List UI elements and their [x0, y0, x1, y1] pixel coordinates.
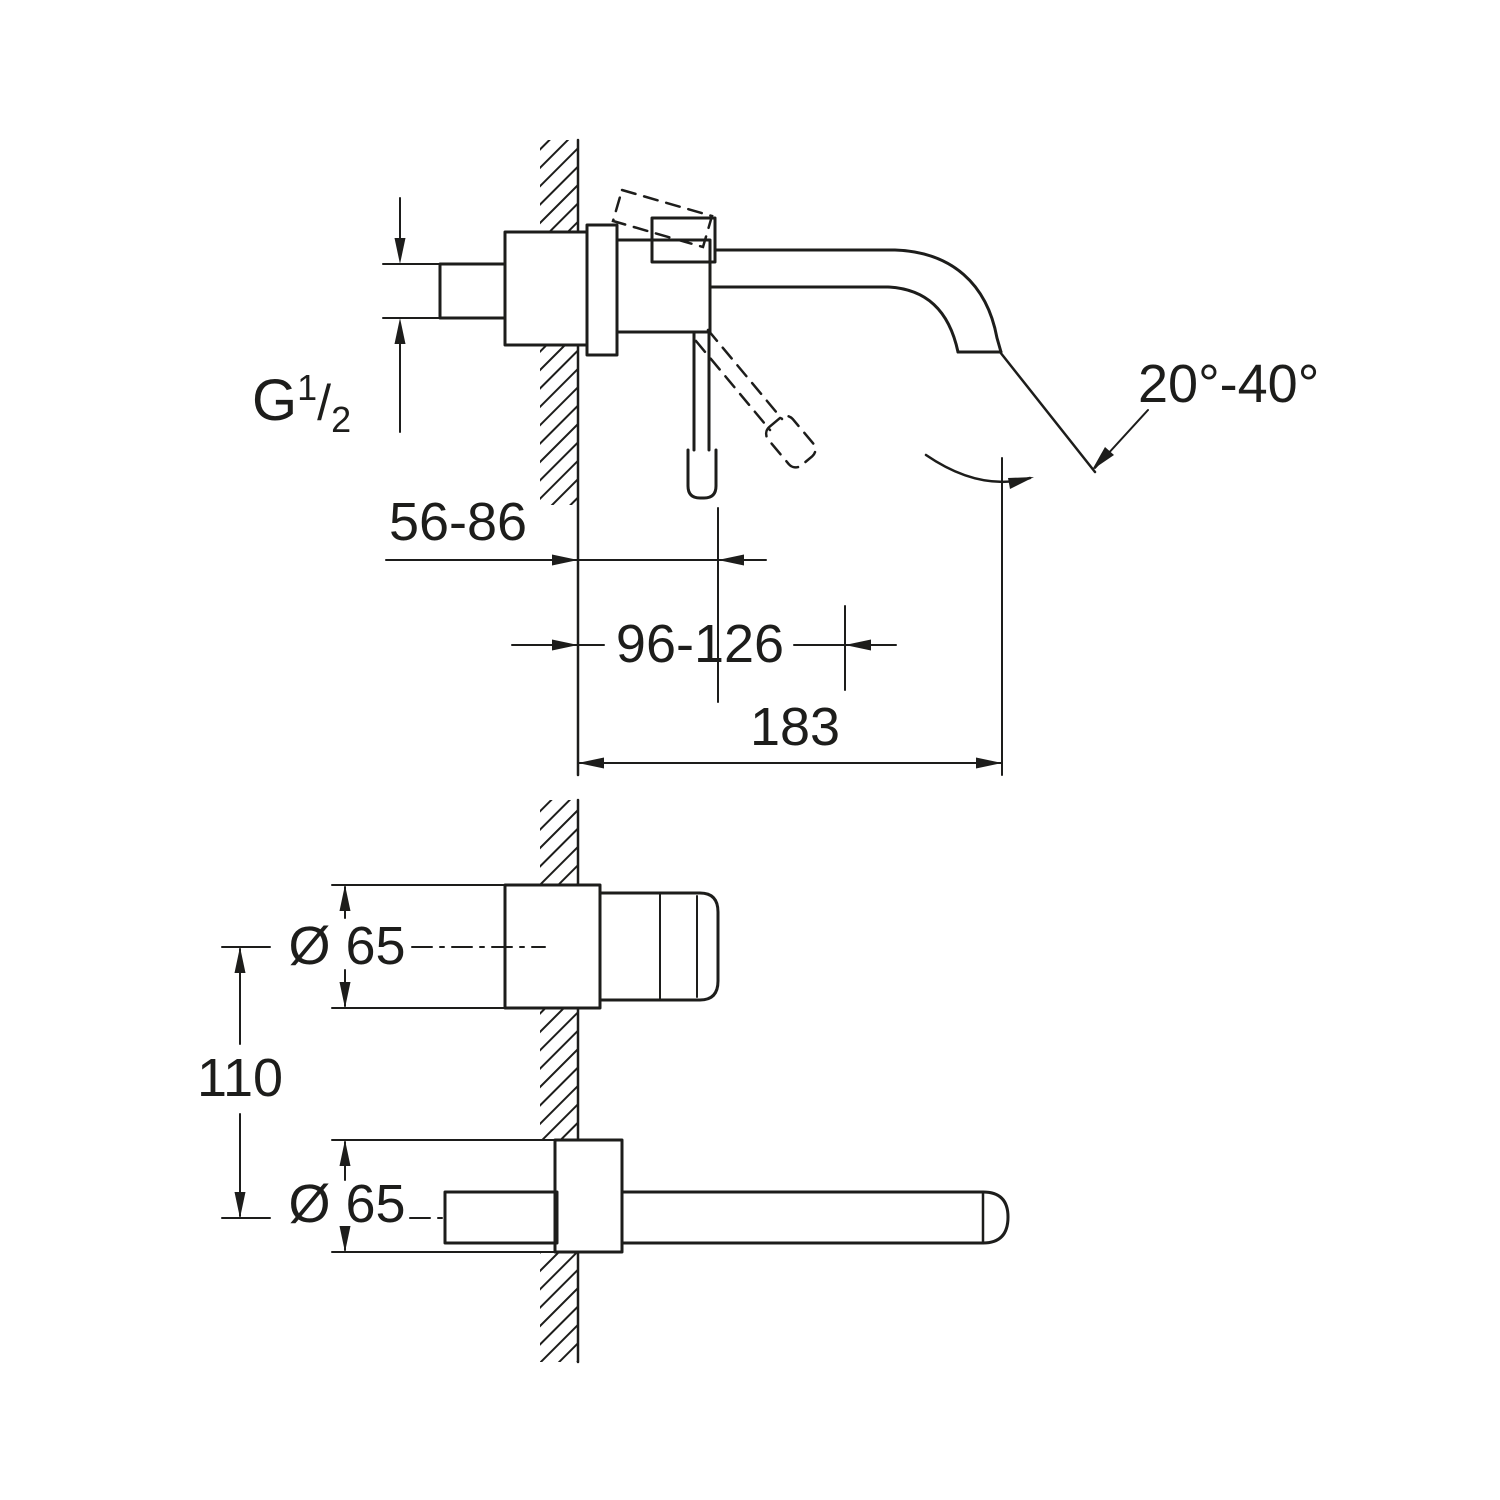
spout-supply-pipe	[443, 1190, 559, 1245]
arrowhead-down	[394, 238, 406, 264]
dim-label-handle-escutcheon: Ø 65	[288, 916, 405, 976]
dimension-spout-escutcheon: Ø 65	[288, 1139, 556, 1253]
thread-slash: /	[317, 375, 331, 431]
dimension-spout-projection: 183	[577, 457, 1003, 776]
lever-tilted-rod-dashed	[694, 328, 784, 432]
dimension-handle-clearance: 96-126	[511, 605, 897, 691]
wall-hatch	[540, 1252, 578, 1362]
side-view: G1/2 56-86 96-126 183	[252, 138, 1319, 777]
thread-denominator: 2	[331, 399, 351, 440]
extension-lines	[331, 884, 506, 1009]
arrowhead-left	[845, 639, 871, 651]
lever-handle	[686, 330, 718, 500]
rough-in-body	[503, 230, 589, 347]
arrowhead-right	[976, 757, 1002, 769]
angle-reference-line	[998, 350, 1097, 474]
arrowhead-up	[394, 318, 406, 344]
arrowhead-right	[552, 639, 578, 651]
extension-lines	[331, 1139, 556, 1253]
wall-section-plan-view	[540, 798, 580, 1364]
mixer-side-profile	[438, 188, 1003, 500]
supply-pipe	[438, 262, 507, 320]
dimension-wall-clearance: 56-86	[385, 492, 767, 703]
annotation-spout-angle: 20°-40°	[924, 350, 1319, 489]
arrowhead-left	[718, 554, 744, 566]
arrowhead-down	[339, 982, 351, 1008]
extension-lines	[382, 263, 441, 319]
spout-tube-outline	[620, 1190, 1010, 1245]
handle-pivot-block	[650, 216, 717, 264]
arrowhead-down	[234, 1192, 246, 1218]
dimension-center-distance: 110	[197, 946, 283, 1219]
mixer-body	[615, 238, 712, 334]
handle-knob-detail-lines	[659, 892, 698, 1001]
dim-label-spout-escutcheon: Ø 65	[288, 1174, 405, 1234]
dim-label-wall-clearance: 56-86	[389, 492, 527, 552]
arc-arrowhead	[1008, 477, 1034, 489]
spout-outline	[708, 248, 1003, 354]
lever-handle-alt-position-dashed	[611, 188, 817, 469]
extension-lines	[221, 946, 271, 1219]
plan-view: Ø 65 110 Ø 65	[197, 798, 1010, 1364]
escutcheon-plate-side	[585, 223, 619, 357]
dimension-thread-size: G1/2	[252, 197, 441, 440]
spout-assembly-plan	[443, 1138, 1010, 1254]
dim-label-spout-angle: 20°-40°	[1138, 354, 1319, 414]
wall-hatch	[540, 1008, 578, 1140]
arrowhead-right	[552, 554, 578, 566]
lever-tilted-knob-dashed	[764, 414, 817, 469]
thread-size-label: G1/2	[252, 367, 351, 440]
arrowhead-up	[339, 885, 351, 911]
handle-knob-outline	[598, 891, 720, 1002]
dim-label-spout-projection: 183	[750, 697, 840, 757]
arrowhead-down	[339, 1226, 351, 1252]
arrowhead-left	[578, 757, 604, 769]
wall-section-side-view	[540, 138, 580, 777]
wall-hatch	[540, 345, 578, 505]
thread-letter: G	[252, 368, 297, 433]
wall-hatch	[540, 800, 578, 885]
dim-label-center-distance: 110	[197, 1048, 283, 1108]
leader-arrowhead	[1092, 447, 1114, 470]
wall-hatch	[540, 140, 578, 232]
thread-numerator: 1	[297, 367, 317, 408]
arrowhead-up	[234, 947, 246, 973]
spout-escutcheon-plate	[553, 1138, 624, 1254]
dim-label-handle-clearance: 96-126	[616, 614, 784, 674]
arrowhead-up	[339, 1140, 351, 1166]
dimension-handle-escutcheon: Ø 65	[288, 884, 546, 1009]
handle-raised-position-dashed	[611, 188, 714, 249]
